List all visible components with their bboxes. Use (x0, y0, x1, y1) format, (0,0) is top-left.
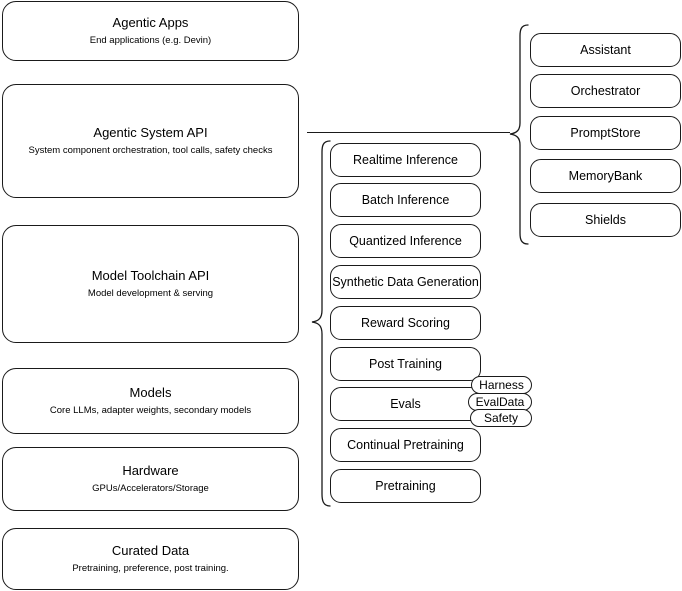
layer-models-subtitle: Core LLMs, adapter weights, secondary mo… (49, 405, 252, 416)
cap-quantized-inference-label: Quantized Inference (349, 234, 462, 248)
layer-agentic-system-api-subtitle: System component orchestration, tool cal… (28, 145, 273, 156)
cap-continual-pretraining-label: Continual Pretraining (347, 438, 464, 452)
component-promptstore-label: PromptStore (570, 126, 641, 140)
badge-evaldata-label: EvalData (475, 395, 525, 409)
cap-post-training-label: Post Training (369, 357, 442, 371)
layer-model-toolchain-api-title: Model Toolchain API (91, 268, 210, 283)
component-assistant[interactable]: Assistant (530, 33, 681, 67)
badge-safety-label: Safety (483, 411, 519, 425)
cap-evals-label: Evals (390, 397, 421, 411)
connector-system-api-to-components (307, 132, 510, 133)
component-shields-label: Shields (585, 213, 626, 227)
layer-agentic-apps[interactable]: Agentic Apps End applications (e.g. Devi… (2, 1, 299, 61)
cap-continual-pretraining[interactable]: Continual Pretraining (330, 428, 481, 462)
component-memorybank[interactable]: MemoryBank (530, 159, 681, 193)
layer-curated-data[interactable]: Curated Data Pretraining, preference, po… (2, 528, 299, 590)
layer-agentic-system-api[interactable]: Agentic System API System component orch… (2, 84, 299, 198)
component-shields[interactable]: Shields (530, 203, 681, 237)
badge-harness[interactable]: Harness (471, 376, 532, 394)
layer-curated-data-title: Curated Data (111, 543, 190, 558)
layer-models[interactable]: Models Core LLMs, adapter weights, secon… (2, 368, 299, 434)
layer-agentic-apps-subtitle: End applications (e.g. Devin) (89, 35, 212, 46)
layer-agentic-apps-title: Agentic Apps (112, 15, 189, 30)
cap-pretraining-label: Pretraining (375, 479, 436, 493)
component-memorybank-label: MemoryBank (568, 169, 643, 183)
layer-hardware-title: Hardware (122, 463, 179, 478)
badge-safety[interactable]: Safety (470, 409, 532, 427)
cap-reward-scoring-label: Reward Scoring (361, 316, 450, 330)
component-promptstore[interactable]: PromptStore (530, 116, 681, 150)
badge-harness-label: Harness (479, 378, 524, 392)
layer-model-toolchain-api[interactable]: Model Toolchain API Model development & … (2, 225, 299, 343)
cap-reward-scoring[interactable]: Reward Scoring (330, 306, 481, 340)
cap-synthetic-data-generation-label: Synthetic Data Generation (332, 275, 479, 289)
layer-hardware[interactable]: Hardware GPUs/Accelerators/Storage (2, 447, 299, 511)
cap-realtime-inference-label: Realtime Inference (353, 153, 458, 167)
cap-quantized-inference[interactable]: Quantized Inference (330, 224, 481, 258)
component-orchestrator[interactable]: Orchestrator (530, 74, 681, 108)
cap-synthetic-data-generation[interactable]: Synthetic Data Generation (330, 265, 481, 299)
cap-batch-inference-label: Batch Inference (361, 193, 450, 207)
cap-evals[interactable]: Evals (330, 387, 481, 421)
layer-model-toolchain-api-subtitle: Model development & serving (87, 288, 214, 299)
component-orchestrator-label: Orchestrator (570, 84, 641, 98)
cap-pretraining[interactable]: Pretraining (330, 469, 481, 503)
brace-model-toolchain (310, 140, 332, 508)
layer-curated-data-subtitle: Pretraining, preference, post training. (72, 563, 229, 574)
layer-models-title: Models (129, 385, 172, 400)
layer-agentic-system-api-title: Agentic System API (93, 125, 208, 140)
component-assistant-label: Assistant (580, 43, 631, 57)
cap-batch-inference[interactable]: Batch Inference (330, 183, 481, 217)
brace-agentic-system-components (508, 24, 530, 246)
cap-realtime-inference[interactable]: Realtime Inference (330, 143, 481, 177)
layer-hardware-subtitle: GPUs/Accelerators/Storage (92, 483, 209, 494)
cap-post-training[interactable]: Post Training (330, 347, 481, 381)
